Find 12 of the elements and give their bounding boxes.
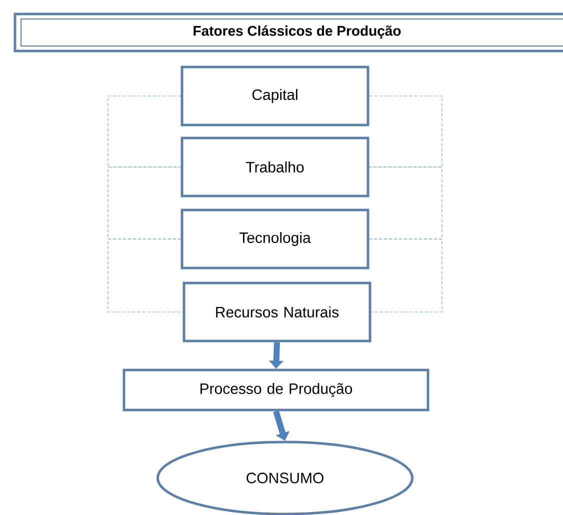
process-box: Trabalho bbox=[180, 136, 370, 198]
title-banner: Fatores Clássicos de Produção bbox=[14, 12, 563, 52]
connector-line bbox=[108, 238, 184, 312]
connector-line bbox=[368, 166, 442, 240]
process-box: Processo de Produção bbox=[122, 368, 430, 412]
connector-line bbox=[108, 96, 182, 168]
process-box: Recursos Naturais bbox=[182, 282, 372, 342]
process-box: Tecnologia bbox=[180, 208, 370, 270]
connector-line bbox=[368, 96, 442, 168]
connector-line bbox=[368, 238, 442, 312]
connector-line bbox=[108, 166, 182, 240]
process-box: Capital bbox=[180, 66, 370, 126]
